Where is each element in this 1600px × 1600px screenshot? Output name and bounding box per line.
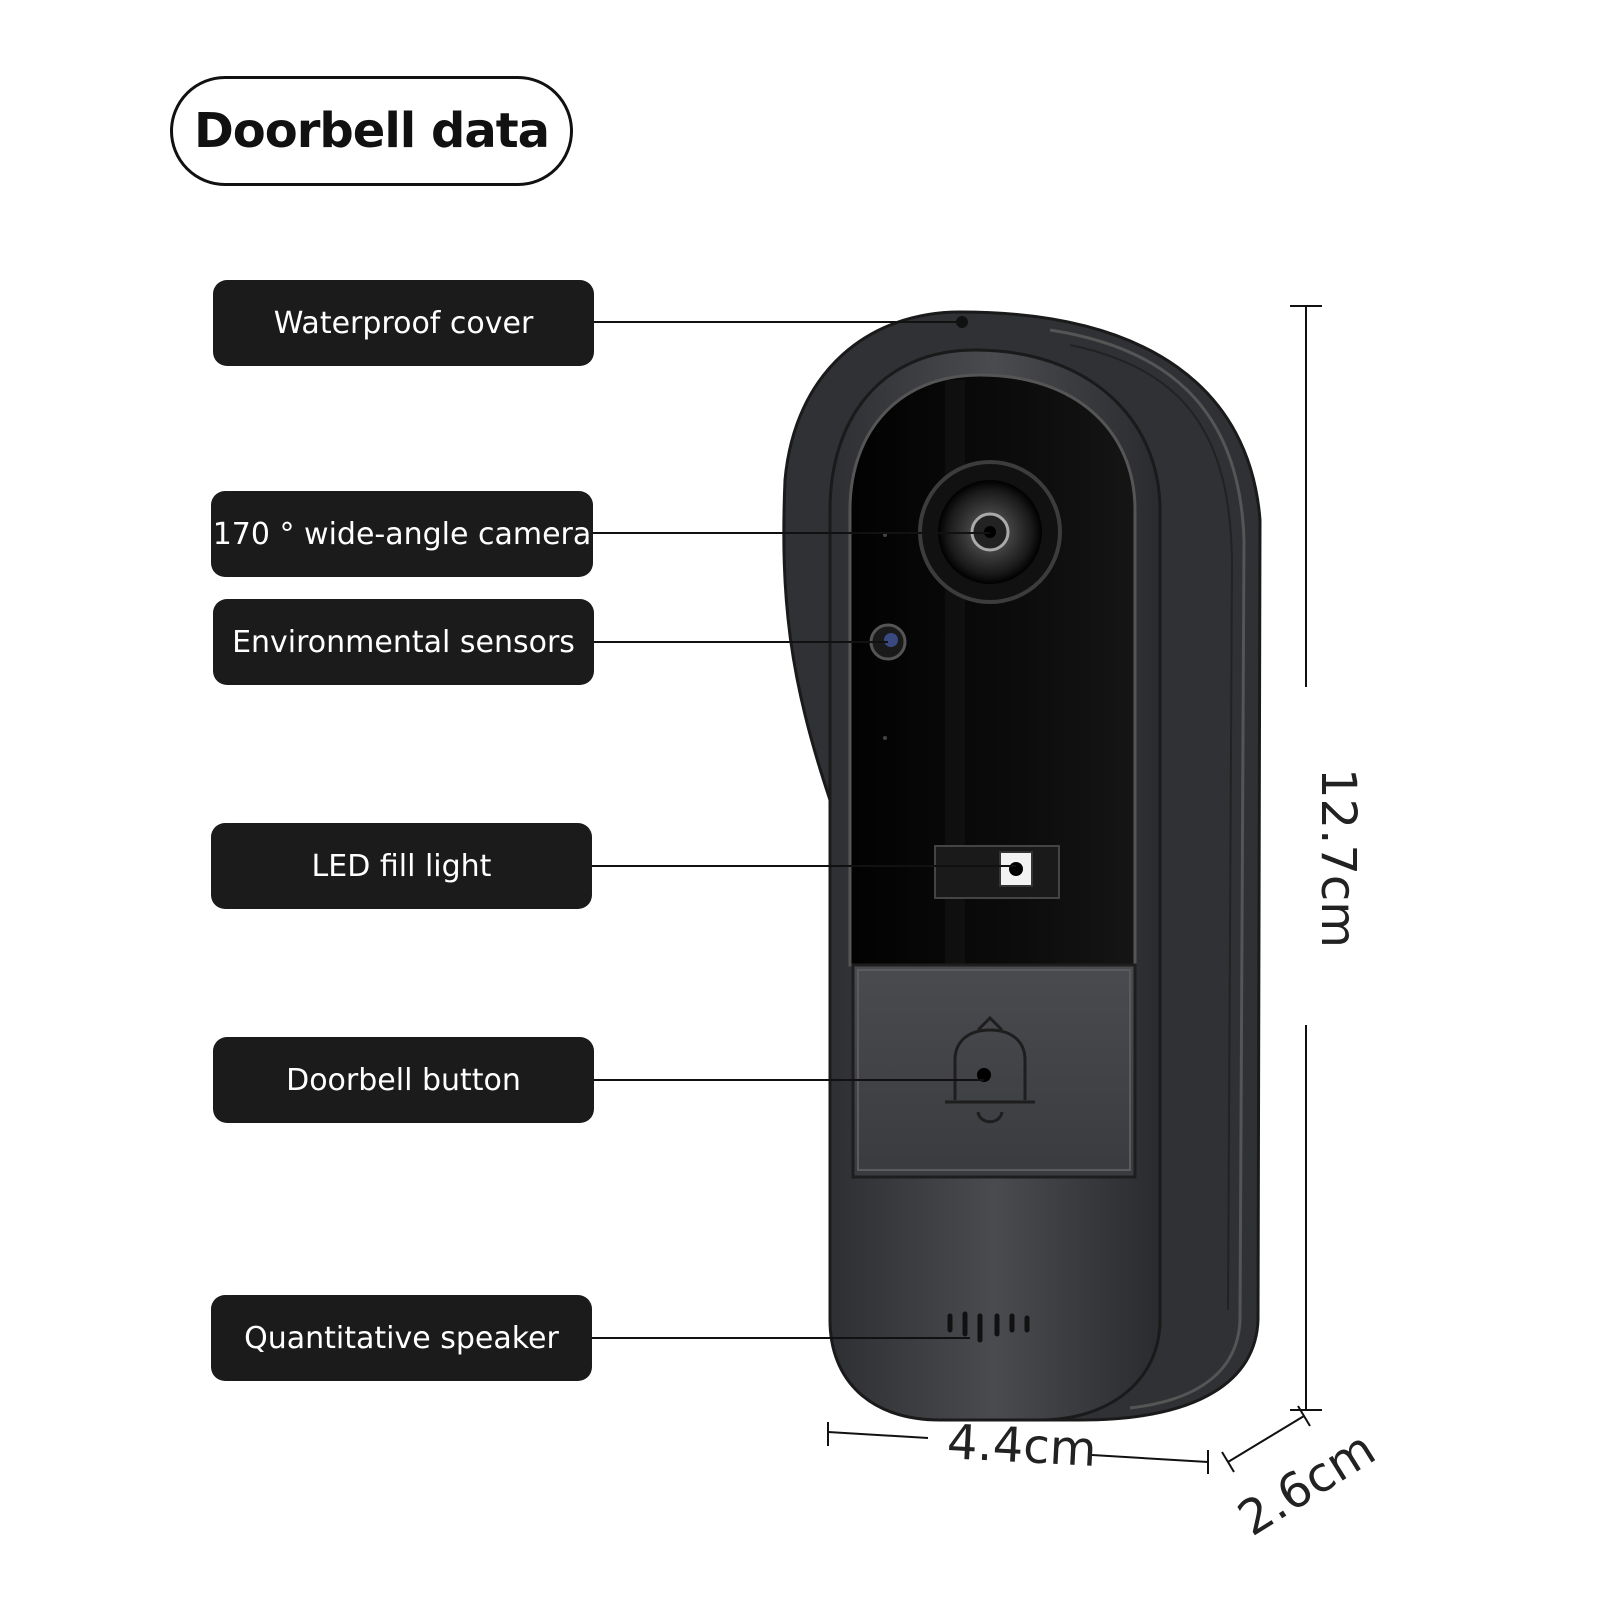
callout-quantitative-speaker: Quantitative speaker	[211, 1295, 592, 1381]
callout-doorbell-button: Doorbell button	[213, 1037, 594, 1123]
callout-lines	[590, 321, 1016, 1339]
width-dimension-line-right	[1091, 1454, 1209, 1463]
led-icon	[934, 845, 1060, 899]
title-pill: Doorbell data	[170, 76, 573, 186]
bell-icon	[945, 1015, 1035, 1124]
callout-wide-angle-camera: 170 ° wide-angle camera	[211, 491, 593, 577]
dimension-lines	[827, 305, 1322, 1474]
callout-label: Doorbell button	[286, 1062, 521, 1098]
speaker-grille-icon	[947, 1311, 1030, 1343]
depth-dimension-line	[1227, 1415, 1305, 1463]
callout-label: 170 ° wide-angle camera	[212, 516, 592, 552]
doorbell-button-plate	[851, 963, 1137, 1179]
width-dimension-line-left	[827, 1431, 929, 1439]
page-title: Doorbell data	[193, 103, 550, 159]
callout-label: Waterproof cover	[273, 305, 534, 341]
callout-label: Environmental sensors	[232, 624, 575, 660]
callout-label: LED fill light	[311, 848, 492, 884]
height-dimension-label: 12.7cm	[1310, 767, 1367, 949]
callout-led-fill-light: LED fill light	[211, 823, 592, 909]
mic-hole-icon	[883, 736, 887, 740]
callout-waterproof-cover: Waterproof cover	[213, 280, 594, 366]
callout-label: Quantitative speaker	[244, 1320, 559, 1356]
callout-dot	[956, 316, 968, 328]
width-dimension-label: 4.4cm	[945, 1414, 1098, 1478]
callout-environmental-sensors: Environmental sensors	[213, 599, 594, 685]
